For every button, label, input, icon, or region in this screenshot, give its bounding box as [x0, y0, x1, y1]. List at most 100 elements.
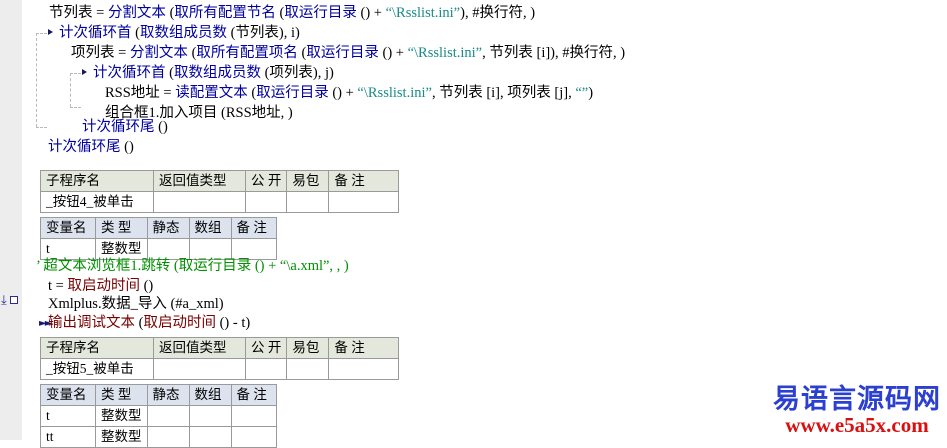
td-array[interactable] [188, 405, 232, 427]
td-sub-name[interactable]: _按钮4_被单击 [40, 191, 154, 213]
td-public[interactable] [244, 358, 288, 380]
th-var-remark: 备 注 [230, 217, 277, 239]
text-cursor-icon: ⤓ [1, 293, 7, 308]
code-segment: ) [588, 85, 594, 101]
code-segment: 计次循环尾 [82, 119, 155, 135]
code-segment: 取启动时间 [143, 315, 216, 331]
td-static[interactable] [146, 426, 190, 448]
code-segment: t = [48, 278, 68, 294]
code-segment: 取所有配置项名 [196, 45, 298, 61]
code-segment: “\Rsslist.ini” [357, 85, 432, 101]
th-sub-name: 子程序名 [40, 170, 154, 192]
code-line[interactable]: 计次循环尾 () [48, 137, 134, 157]
code-line[interactable]: RSS地址 = 读配置文本 (取运行目录 () + “\Rsslist.ini”… [105, 83, 593, 103]
td-public[interactable] [244, 191, 288, 213]
code-segment: 计次循环首 [93, 65, 166, 81]
tree-guide-inner [70, 73, 71, 107]
code-line[interactable]: 输出调试文本 (取启动时间 () - t) [48, 313, 250, 333]
td-var-name[interactable]: t [40, 405, 96, 427]
code-segment: () + [328, 85, 358, 101]
th-package: 易包 [286, 337, 330, 359]
code-segment: ( [275, 5, 285, 21]
code-line[interactable]: 组合框1.加入项目 (RSS地址, ) [105, 103, 293, 123]
th-public: 公 开 [244, 170, 288, 192]
code-segment: ( [297, 45, 307, 61]
td-array[interactable] [188, 238, 232, 260]
th-package: 易包 [286, 170, 330, 192]
bookmark-box-icon[interactable] [10, 296, 18, 304]
code-segment: () + [356, 5, 386, 21]
tree-guide-inner-bottom [70, 107, 81, 108]
td-var-remark[interactable] [230, 238, 277, 260]
code-segment: 取运行目录 [284, 5, 357, 21]
variable-table-2[interactable]: 变量名 类 型 静态 数组 备 注 t 整数型 tt 整数型 [40, 384, 277, 448]
code-segment: (RSS地址, ) [217, 105, 293, 121]
th-remark: 备 注 [328, 170, 400, 192]
table-row[interactable]: _按钮5_被单击 [40, 358, 400, 380]
table-header-row: 子程序名 返回值类型 公 开 易包 备 注 [40, 337, 400, 359]
td-var-type[interactable]: 整数型 [95, 238, 148, 260]
code-segment: 取运行目录 [306, 45, 379, 61]
code-segment: 组合框1. [105, 105, 160, 121]
code-line[interactable]: Xmlplus.数据_导入 (#a_xml) [48, 294, 224, 314]
table-row[interactable]: _按钮4_被单击 [40, 191, 400, 213]
td-return-type[interactable] [153, 358, 246, 380]
th-array: 数组 [188, 384, 232, 406]
code-segment: () [154, 119, 168, 135]
table-row[interactable]: t 整数型 [40, 238, 277, 260]
code-segment: 加入项目 [159, 105, 218, 121]
th-return-type: 返回值类型 [153, 337, 246, 359]
tree-guide-outer-bottom [36, 127, 47, 128]
th-sub-name: 子程序名 [40, 337, 154, 359]
td-var-type[interactable]: 整数型 [95, 426, 148, 448]
code-line[interactable]: 计次循环首 (取数组成员数 (项列表), j) [93, 63, 334, 83]
td-sub-name[interactable]: _按钮5_被单击 [40, 358, 154, 380]
code-segment: ( [165, 5, 175, 21]
td-package[interactable] [286, 191, 330, 213]
td-var-remark[interactable] [230, 405, 277, 427]
td-array[interactable] [188, 426, 232, 448]
code-segment: () [120, 139, 134, 155]
editor-gutter[interactable]: ⤓ + [0, 0, 33, 440]
statement-marker-icon: ►► [39, 318, 52, 329]
table-row[interactable]: tt 整数型 [40, 426, 277, 448]
code-line[interactable]: 计次循环首 (取数组成员数 (节列表), i) [59, 23, 300, 43]
td-var-type[interactable]: 整数型 [95, 405, 148, 427]
table-header-row: 子程序名 返回值类型 公 开 易包 备 注 [40, 170, 400, 192]
subroutine-table-1[interactable]: 子程序名 返回值类型 公 开 易包 备 注 _按钮4_被单击 [40, 170, 400, 213]
editor-content[interactable]: ►► 节列表 = 分割文本 (取所有配置节名 (取运行目录 () + “\Rss… [23, 0, 947, 448]
code-segment: “” [575, 85, 589, 101]
td-static[interactable] [146, 405, 190, 427]
td-package[interactable] [286, 358, 330, 380]
td-var-name[interactable]: tt [40, 426, 96, 448]
code-segment: 分割文本 [107, 5, 166, 21]
loop-head-marker-outer [48, 29, 53, 35]
code-segment: “\Rsslist.ini” [407, 45, 483, 61]
code-segment: Xmlplus. [48, 296, 102, 312]
variable-table-1[interactable]: 变量名 类 型 静态 数组 备 注 t 整数型 [40, 217, 277, 260]
th-return-type: 返回值类型 [153, 170, 246, 192]
td-remark[interactable] [328, 191, 400, 213]
th-var-type: 类 型 [95, 384, 148, 406]
code-line[interactable]: 计次循环尾 () [82, 117, 168, 137]
code-segment: 节列表 = [49, 5, 108, 21]
code-line[interactable]: 节列表 = 分割文本 (取所有配置节名 (取运行目录 () + “\Rsslis… [49, 3, 535, 23]
subroutine-table-2[interactable]: 子程序名 返回值类型 公 开 易包 备 注 _按钮5_被单击 [40, 337, 400, 380]
tree-guide-outer-top [36, 33, 47, 34]
td-remark[interactable] [328, 358, 400, 380]
td-var-remark[interactable] [230, 426, 277, 448]
td-static[interactable] [146, 238, 190, 260]
td-return-type[interactable] [153, 191, 246, 213]
tree-guide-inner-top [70, 73, 81, 74]
td-var-name[interactable]: t [40, 238, 96, 260]
code-line[interactable]: t = 取启动时间 () [48, 276, 153, 296]
code-line[interactable]: 项列表 = 分割文本 (取所有配置项名 (取运行目录 () + “\Rsslis… [71, 43, 625, 63]
table-row[interactable]: t 整数型 [40, 405, 277, 427]
site-watermark: 易语言源码网 www.e5a5x.com [773, 386, 941, 436]
code-segment: () - t) [215, 315, 251, 331]
code-segment: (节列表), i) [226, 25, 300, 41]
code-segment: 取数组成员数 [173, 65, 261, 81]
code-line-comment[interactable]: ’ 超文本浏览框1.跳转 (取运行目录 () + “\a.xml”, , ) [36, 256, 349, 276]
code-segment: 输出调试文本 [48, 315, 135, 331]
